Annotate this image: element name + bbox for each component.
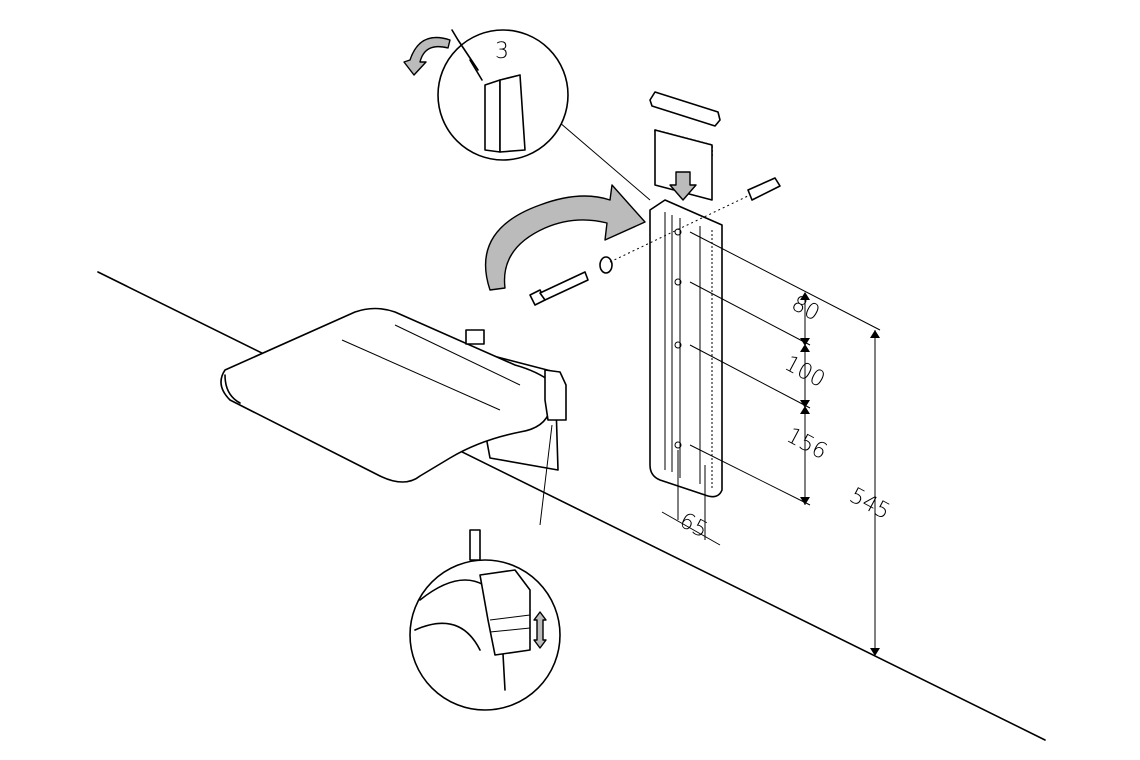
screw-and-anchor: [529, 177, 781, 306]
rotate-arrow-icon: [484, 184, 646, 291]
dimension-65: 65: [675, 508, 711, 543]
hex-key-turns-label: 3: [495, 39, 509, 64]
wall-rail: [649, 199, 723, 498]
turn-arrow-icon: [403, 36, 451, 76]
folding-seat: [220, 307, 567, 483]
cover-cap: [649, 91, 721, 201]
wall-floor-line: [97, 271, 1046, 741]
hinge-detail-circle: [409, 529, 561, 711]
up-down-arrow-icon: [533, 611, 547, 649]
hex-key-detail-circle: 3: [403, 29, 651, 201]
dimension-156: 156: [782, 423, 831, 465]
leader-line: [539, 424, 553, 526]
down-arrow-icon: [669, 171, 697, 201]
dimension-545: 545: [845, 483, 894, 525]
dimension-80: 80: [787, 291, 823, 326]
